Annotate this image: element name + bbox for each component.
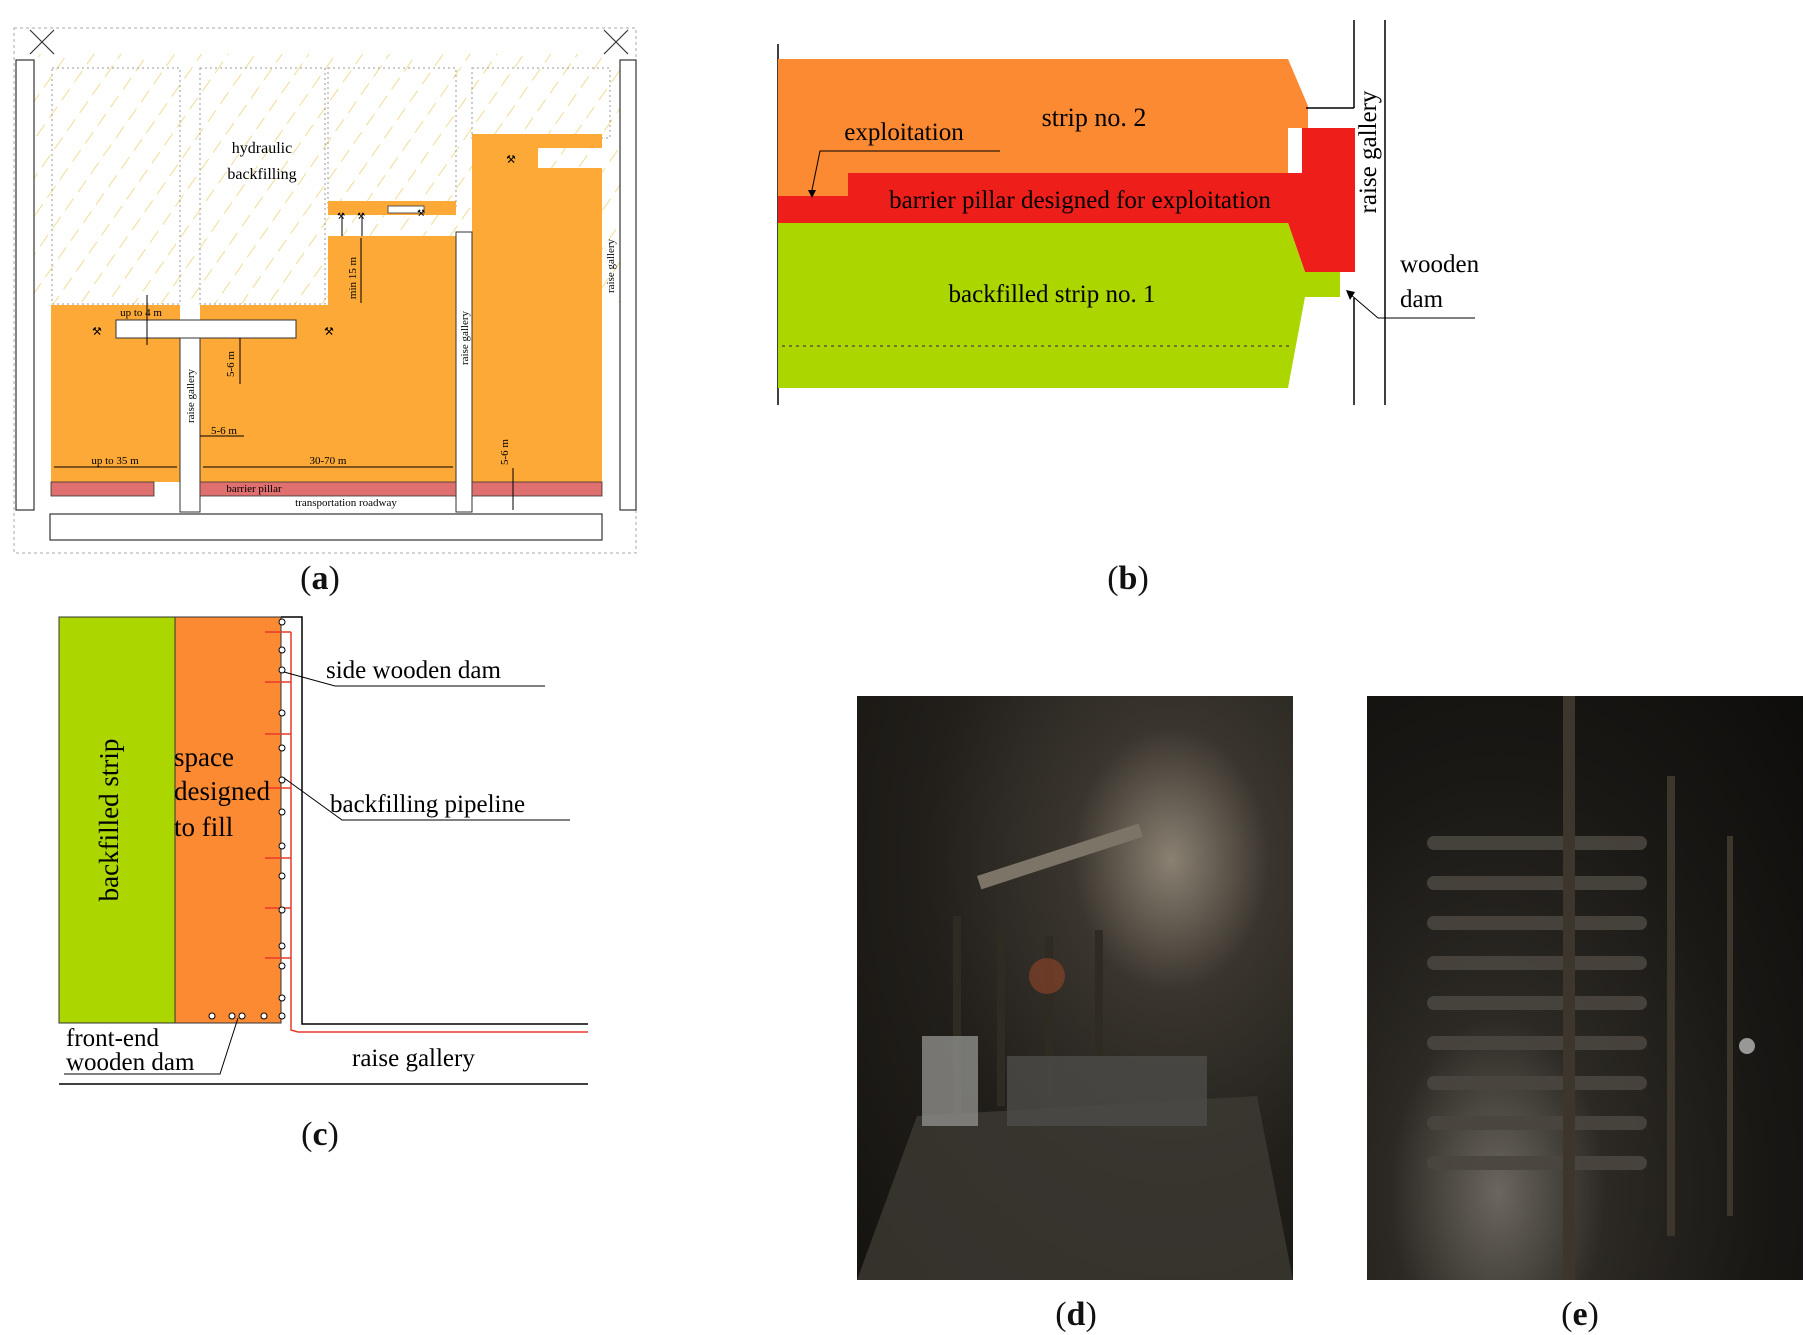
space-label-2: designed [174,776,270,806]
up-to-4m-label: up to 4 m [120,307,162,319]
hydraulic-backfilling-label-2: backfilling [227,166,296,183]
space-designed-to-fill [174,616,282,1024]
five-six-m-label-c: 5-6 m [499,439,511,465]
mining-pick-icon: ⚒ [417,208,425,218]
space-label-1: space [174,742,234,772]
backfilled-strip-no-1 [778,223,1340,388]
front-end-wooden-dam-label-2: wooden dam [66,1049,195,1076]
transportation-roadway-label: transportation roadway [295,497,397,509]
five-six-m-label-b: 5-6 m [211,425,237,437]
mining-pick-icon: ⚒ [324,326,334,338]
mining-pick-icon: ⚒ [92,326,102,338]
mining-pick-icon: ⚒ [357,211,365,221]
raise-gallery-label-1: raise gallery [185,368,197,423]
raise-gallery-label: raise gallery [1355,90,1382,213]
five-six-m-label-a: 5-6 m [225,351,237,377]
up-to-35m-label: up to 35 m [91,455,139,467]
caption-e: (e) [1561,1296,1599,1333]
raise-gallery-label: raise gallery [352,1045,475,1072]
caption-c: (c) [301,1116,339,1153]
mining-pick-icon: ⚒ [337,211,345,221]
backfilled-strip-no-1-label: backfilled strip no. 1 [949,281,1156,308]
front-end-wooden-dam-label-1: front-end [66,1025,160,1052]
photo-e-wooden-dam [1367,696,1803,1280]
barrier-pillar-red [778,128,1355,272]
panel-b-strip-layout: strip no. 2 exploitation barrier pillar … [777,20,1480,405]
caption-d: (d) [1055,1296,1097,1333]
wooden-dam-label-2: dam [1400,286,1444,313]
panel-a-mining-layout: hydraulic backfilling up to 4 m min 15 m… [13,27,637,554]
hydraulic-backfilling-label-1: hydraulic [232,140,292,157]
orange-panel-right [472,134,602,482]
strip-no-2-label: strip no. 2 [1042,103,1147,132]
raise-gallery-label-3: raise gallery [605,238,617,293]
wooden-dam-label-1: wooden [1400,251,1480,278]
barrier-pillar-band-1 [50,481,155,497]
caption-a: (a) [300,560,340,597]
min-15m-label: min 15 m [347,256,359,299]
orange-panel-left [51,305,180,482]
strip-no-2 [778,59,1308,196]
barrier-pillar-band-2 [199,481,457,497]
photo-d-gallery-interior [857,696,1293,1280]
raise-gallery-label-2: raise gallery [459,310,471,365]
orange-panel-middle [200,236,456,482]
transportation-roadway [49,513,603,541]
backfilled-strip [58,616,176,1024]
backfilling-pipeline-label: backfilling pipeline [330,791,525,818]
side-wooden-dam-label: side wooden dam [326,657,502,684]
caption-b: (b) [1107,560,1149,597]
backfilling-pipeline-line [290,632,588,1033]
barrier-pillar-label: barrier pillar [226,483,282,495]
panel-c-dam-layout: backfilled strip space designed to fill … [58,616,588,1085]
exploitation-label: exploitation [844,119,964,146]
barrier-pillar-band-3 [471,481,603,497]
mining-pick-icon: ⚒ [506,154,516,166]
barrier-pillar-designed-label: barrier pillar designed for exploitation [889,187,1271,214]
space-label-3: to fill [174,812,233,842]
backfilled-strip-label: backfilled strip [94,739,124,902]
range-30-70m-label: 30-70 m [310,455,347,467]
